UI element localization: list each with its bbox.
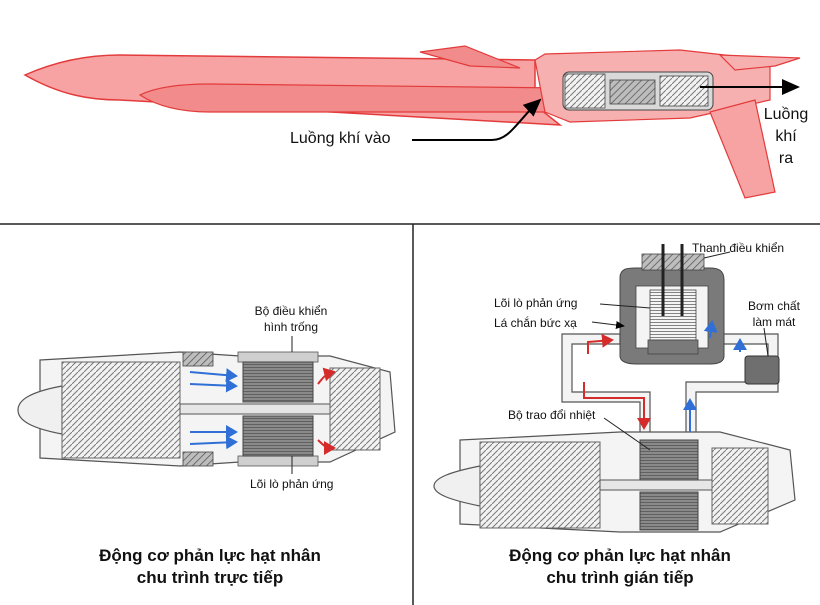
drum-controller-label-line1: Bộ điều khiển xyxy=(254,304,328,318)
compressor-section-2 xyxy=(479,441,601,529)
heat-exchanger-bottom xyxy=(639,491,699,531)
inlet-arrow xyxy=(412,98,542,141)
indirect-core-label: Lõi lò phản ứng xyxy=(494,296,578,310)
nose-cone xyxy=(17,385,63,435)
reactor-core xyxy=(649,289,697,341)
drum-controller-bottom xyxy=(182,451,214,467)
nose-cone-2 xyxy=(433,465,481,507)
drum-controller-label: Bộ điều khiển hình trống xyxy=(236,303,346,335)
compressor-section xyxy=(61,361,181,459)
direct-cycle-caption: Động cơ phản lực hạt nhân chu trình trực… xyxy=(40,545,380,589)
radiation-shield-label: Lá chắn bức xạ xyxy=(494,316,577,330)
intake-tube xyxy=(138,83,566,113)
heat-exchanger-label: Bộ trao đổi nhiệt xyxy=(508,408,596,422)
indirect-cycle-engine xyxy=(433,244,796,533)
outlet-label-line3: ra xyxy=(778,150,794,167)
reactor-core-bottom xyxy=(242,415,314,457)
indirect-cycle-caption: Động cơ phản lực hạt nhân chu trình gián… xyxy=(440,545,800,589)
coolant-pump xyxy=(744,355,780,385)
indirect-caption-line1: Động cơ phản lực hạt nhân xyxy=(509,546,731,565)
direct-cycle-engine xyxy=(17,336,396,474)
drum-controller-top xyxy=(182,351,214,367)
dorsal-fin xyxy=(419,45,521,69)
heat-exchanger-top xyxy=(639,439,699,481)
coolant-pump-label-line1: Bơm chất xyxy=(748,299,800,313)
outlet-label-line1: Luồng xyxy=(763,106,809,123)
drum-controller-label-line2: hình trống xyxy=(263,320,319,334)
turbine-section-2 xyxy=(711,447,769,525)
turbine-section xyxy=(329,367,381,451)
rear-fin xyxy=(718,54,801,71)
indirect-caption-line2: chu trình gián tiếp xyxy=(546,568,694,587)
coolant-pump-label-line2: làm mát xyxy=(752,315,796,329)
outlet-label-line2: khí xyxy=(775,128,797,145)
inlet-label: Luồng khí vào xyxy=(290,130,391,147)
missile-illustration xyxy=(23,45,801,199)
control-rod-label: Thanh điều khiển xyxy=(692,241,785,255)
shaft xyxy=(179,403,341,415)
control-rod-block xyxy=(641,253,705,271)
coolant-pump-label: Bơm chất làm mát xyxy=(734,298,814,330)
outlet-label: Luồng khí ra xyxy=(756,104,816,170)
reactor-core-top xyxy=(242,361,314,403)
direct-core-label: Lõi lò phản ứng xyxy=(250,477,334,491)
direct-caption-line2: chu trình trực tiếp xyxy=(136,568,284,587)
ventral-tail xyxy=(709,99,776,199)
direct-caption-line1: Động cơ phản lực hạt nhân xyxy=(99,546,321,565)
